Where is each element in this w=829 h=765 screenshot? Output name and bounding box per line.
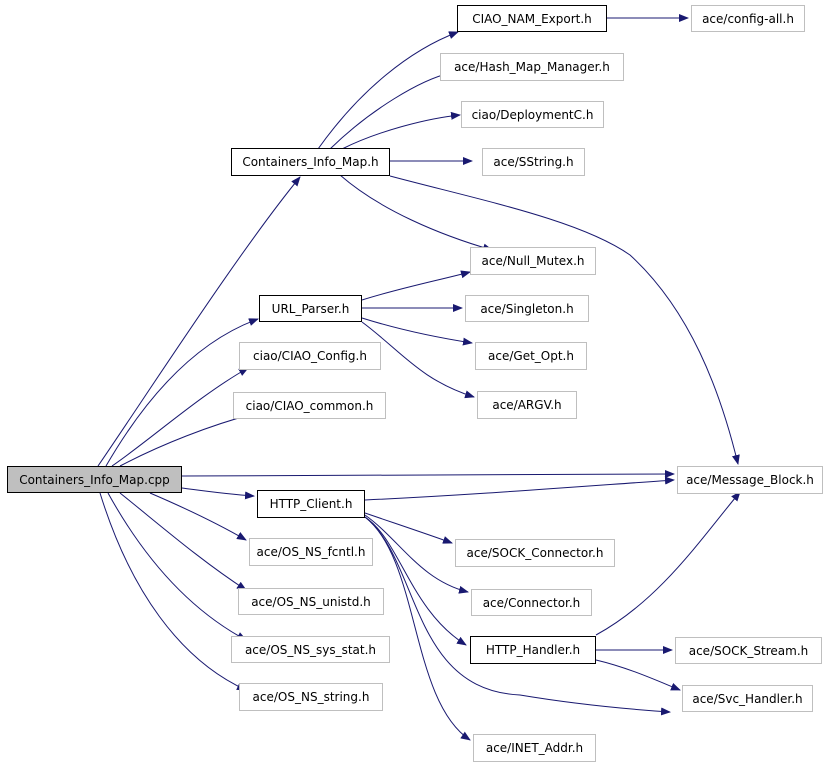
node-http-client-h[interactable]: HTTP_Client.h [257,490,365,518]
edge-cim-to-deploymentc [341,111,461,150]
node-ciao-config-h: ciao/CIAO_Config.h [239,342,381,370]
node-label: ace/ARGV.h [492,398,562,412]
node-label: ace/Singleton.h [480,301,574,316]
edge-cim-to-message-block [389,175,740,465]
edge-http-handler-to-message-block [595,491,741,636]
node-label: ace/Message_Block.h [686,473,814,487]
node-config-all-h: ace/config-all.h [691,5,805,32]
node-label: ace/Connector.h [482,595,581,610]
node-os-ns-fcntl-h: ace/OS_NS_fcntl.h [249,538,373,566]
node-sstring-h: ace/SString.h [482,148,585,176]
node-get-opt-h: ace/Get_Opt.h [475,342,587,370]
edge-http-client-to-message-block [364,476,675,501]
node-label: ace/SString.h [493,155,574,169]
edge-root-to-os-ns-fcntl-h [149,492,247,541]
node-singleton-h: ace/Singleton.h [465,295,589,322]
node-label: ace/INET_Addr.h [485,741,584,755]
node-label: ace/Hash_Map_Manager.h [454,60,610,74]
edge-cim-to-null-mutex [339,174,493,252]
root-file-node: Containers_Info_Map.cpp [7,466,182,493]
node-label: ciao/CIAO_Config.h [253,349,367,363]
node-deploymentc-h: ciao/DeploymentC.h [461,101,604,128]
node-message-block-h: ace/Message_Block.h [677,466,823,494]
node-hash-map-manager-h: ace/Hash_Map_Manager.h [440,53,624,81]
node-label: URL_Parser.h [271,301,350,316]
node-label: ace/OS_NS_unistd.h [251,594,371,609]
edge-http-client-to-inet-addr [364,516,471,741]
node-url-parser-h[interactable]: URL_Parser.h [259,295,362,322]
edge-http-client-to-svc-handler [364,516,671,716]
node-label: ace/OS_NS_sys_stat.h [244,642,377,657]
edge-root-to-ciao-common-h [119,410,261,467]
edge-root-to-os-ns-string-h [99,492,247,691]
edge-url-parser-to-argv [361,321,475,399]
edge-cim-to-hash-map [329,71,451,150]
node-label: HTTP_Client.h [269,497,353,511]
edge-root-to-http-client-h [181,487,255,500]
edge-root-to-containers-info-map-h [97,176,301,467]
node-ciao-common-h: ciao/CIAO_common.h [233,392,386,419]
node-label: ace/SOCK_Stream.h [688,643,809,658]
node-label: ciao/DeploymentC.h [471,107,594,122]
edge-root-to-ciao-config-h [111,367,249,467]
node-os-ns-string-h: ace/OS_NS_string.h [239,683,383,711]
node-label: ace/Get_Opt.h [488,349,574,363]
node-http-handler-h[interactable]: HTTP_Handler.h [470,636,596,664]
node-os-ns-unistd-h: ace/OS_NS_unistd.h [238,588,384,615]
node-label: HTTP_Handler.h [485,643,581,657]
node-svc-handler-h: ace/Svc_Handler.h [682,685,813,712]
edge-root-to-os-ns-sys-stat-h [107,492,247,641]
node-label: ace/config-all.h [702,11,794,26]
node-os-ns-sys-stat-h: ace/OS_NS_sys_stat.h [231,636,390,663]
node-ciao-nam-export-h[interactable]: CIAO_NAM_Export.h [457,5,607,32]
edge-http-handler-to-svc-handler [595,659,681,691]
root-file-label: Containers_Info_Map.cpp [19,472,170,487]
edge-http-client-to-sock-connector [364,512,453,544]
node-sock-stream-h: ace/SOCK_Stream.h [675,637,822,664]
node-label: Containers_Info_Map.h [242,155,379,169]
edge-http-client-to-http-handler [364,516,467,646]
edge-http-client-to-connector [364,514,469,594]
node-connector-h: ace/Connector.h [471,589,592,616]
edge-root-to-message-block-h [181,470,675,479]
node-sock-connector-h: ace/SOCK_Connector.h [455,539,615,567]
node-argv-h: ace/ARGV.h [477,391,577,419]
edge-cim-to-nam-export [317,31,459,150]
node-label: ace/Svc_Handler.h [692,691,803,706]
node-null-mutex-h: ace/Null_Mutex.h [470,247,596,275]
edge-root-to-os-ns-unistd-h [119,492,247,591]
edge-url-parser-to-get-opt [361,317,473,346]
node-label: ciao/CIAO_common.h [245,398,374,413]
node-label: ace/Null_Mutex.h [481,254,585,268]
node-inet-addr-h: ace/INET_Addr.h [473,734,596,762]
node-label: ace/OS_NS_string.h [252,690,370,704]
node-label: ace/SOCK_Connector.h [466,546,604,560]
edge-root-to-url-parser-h [105,318,259,467]
node-containers-info-map-h[interactable]: Containers_Info_Map.h [231,148,390,176]
edge-url-parser-to-null-mutex [361,270,471,301]
node-label: ace/OS_NS_fcntl.h [256,545,366,559]
node-label: CIAO_NAM_Export.h [472,11,592,26]
